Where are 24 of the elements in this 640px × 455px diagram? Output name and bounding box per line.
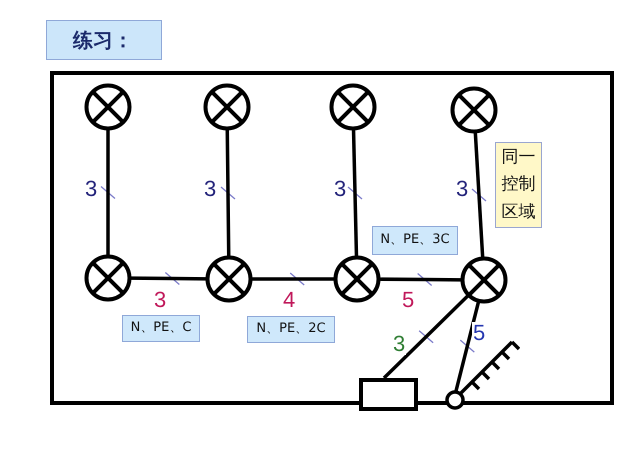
lamp-symbol xyxy=(205,255,253,303)
lamp-symbol xyxy=(203,83,251,131)
wire xyxy=(106,129,110,256)
lamp-symbol xyxy=(84,254,132,302)
edge-label: 3 xyxy=(392,333,406,355)
note-box: 同一控制区域 xyxy=(495,142,542,228)
wire xyxy=(474,132,484,258)
cable-label-box: N、PE、C xyxy=(122,315,200,342)
wire xyxy=(352,128,358,258)
wire xyxy=(382,294,470,380)
cable-label-box: N、PE、2C xyxy=(247,316,335,343)
lamp-symbol xyxy=(460,256,508,304)
wire xyxy=(251,277,335,281)
wire xyxy=(130,276,208,281)
distribution-box xyxy=(359,378,418,411)
wire xyxy=(378,277,462,282)
lamp-symbol xyxy=(329,83,377,131)
cable-label-box: N、PE、3C xyxy=(372,226,458,255)
lamp-symbol xyxy=(450,86,498,134)
wire xyxy=(454,300,480,392)
lamp-symbol xyxy=(333,255,381,303)
title-box: 练习： xyxy=(46,20,162,60)
lamp-symbol xyxy=(84,83,132,131)
wire xyxy=(226,128,230,258)
